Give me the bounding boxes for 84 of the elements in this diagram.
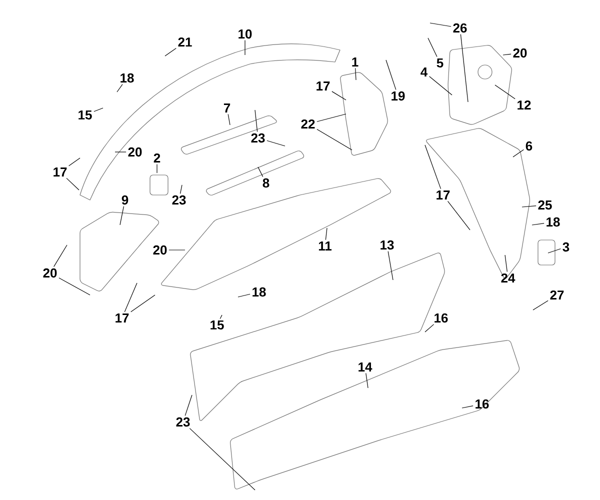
callout-number: 6 [526, 141, 532, 151]
leader-line [66, 178, 80, 190]
callout-number: 19 [392, 91, 405, 101]
leader-line [494, 84, 516, 100]
callout-number: 12 [518, 100, 531, 110]
leader-line [116, 84, 123, 92]
leader-line [332, 91, 346, 100]
leader-line [58, 278, 90, 296]
callout-number: 17 [316, 82, 330, 90]
leader-line [184, 394, 192, 416]
leader-line [430, 22, 452, 27]
callout-number: 27 [550, 290, 564, 300]
callout-number: 23 [172, 195, 186, 205]
leader-line [316, 128, 352, 150]
leader-line [130, 294, 156, 312]
leader-line [266, 140, 286, 146]
leader-line [189, 428, 256, 490]
callout-number: 24 [501, 273, 516, 283]
callout-number: 16 [476, 399, 489, 409]
leader-line [124, 282, 138, 312]
leader-line [94, 108, 104, 112]
callout-number: 20 [128, 147, 142, 157]
callout-number: 17 [54, 168, 67, 176]
callout-number: 20 [43, 268, 57, 278]
leader-line [388, 251, 394, 280]
callout-number: 18 [120, 73, 134, 83]
callout-number: 17 [436, 190, 450, 200]
leader-line [254, 110, 258, 132]
callout-number: 23 [176, 417, 190, 427]
leader-line [238, 294, 250, 298]
leader-line [504, 254, 508, 272]
callout-number: 5 [436, 58, 444, 68]
callout-number: 15 [210, 320, 224, 330]
leader-line [228, 114, 230, 126]
callout-number: 11 [318, 242, 332, 250]
callout-number: 17 [116, 314, 129, 322]
callout-number: 21 [178, 37, 192, 47]
leader-line [355, 68, 356, 80]
leader-line [532, 222, 544, 226]
leader-line [548, 248, 561, 254]
callout-number: 18 [252, 287, 266, 297]
leader-line [68, 158, 80, 166]
leader-line [180, 184, 182, 194]
leader-line [460, 34, 468, 102]
callout-number: 4 [420, 68, 428, 76]
callout-number: 9 [122, 195, 128, 205]
callout-number: 22 [301, 119, 315, 129]
leader-line [462, 405, 474, 408]
leader-line [325, 228, 328, 240]
callout-number: 20 [153, 245, 167, 255]
callout-number: 2 [154, 153, 160, 163]
leader-line [522, 205, 536, 208]
leader-line [258, 166, 264, 177]
leader-line [156, 164, 158, 174]
callout-number: 20 [513, 48, 527, 58]
callout-number: 1 [352, 58, 358, 66]
leader-line [424, 144, 442, 190]
leader-line [120, 206, 124, 226]
leader-line [429, 76, 452, 96]
leader-line [164, 48, 176, 56]
leader-line [316, 114, 346, 122]
leader-line [386, 60, 396, 90]
callout-number: 3 [562, 242, 570, 252]
leader-line [532, 300, 548, 310]
callout-number: 16 [434, 313, 448, 323]
leader-line [54, 244, 68, 267]
callout-number: 26 [453, 23, 467, 33]
leader-line [502, 54, 512, 56]
leader-line [366, 372, 368, 388]
callout-number: 10 [238, 29, 252, 39]
callout-number: 14 [358, 362, 372, 372]
leader-line [244, 40, 246, 56]
callout-number: 7 [224, 104, 230, 112]
callout-number: 15 [78, 110, 92, 120]
leader-line [447, 200, 470, 230]
leader-line [424, 324, 434, 332]
callout-number: 23 [251, 133, 265, 143]
callout-number: 25 [538, 200, 552, 210]
callout-number: 13 [380, 240, 394, 250]
leader-line [428, 38, 438, 58]
callout-number: 18 [546, 217, 560, 227]
callout-number: 8 [262, 178, 270, 188]
leader-line [512, 149, 524, 158]
leader-line [220, 314, 222, 320]
